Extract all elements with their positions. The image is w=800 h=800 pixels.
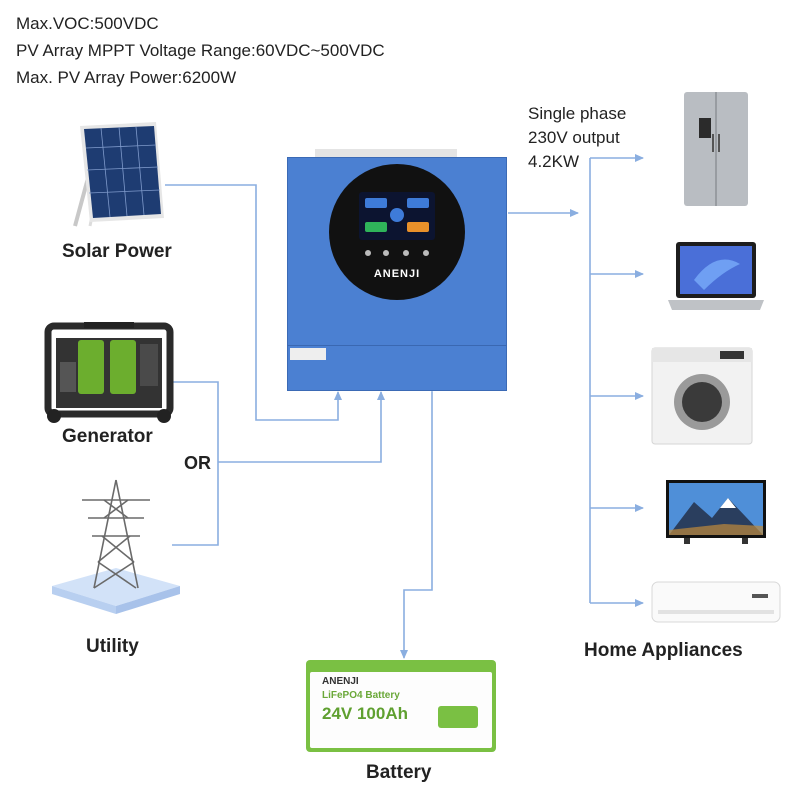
battery-icon: ANENJI LiFePO4 Battery 24V 100Ah	[306, 660, 496, 752]
refrigerator-icon	[684, 92, 748, 206]
spec-mppt-range: PV Array MPPT Voltage Range:60VDC~500VDC	[16, 41, 385, 60]
inverter-warning-sticker	[290, 348, 326, 360]
solar-connector	[165, 184, 342, 421]
washing-machine-icon	[651, 347, 753, 445]
inverter: ANENJI	[287, 149, 507, 391]
inverter-button-3[interactable]	[403, 250, 409, 256]
solar-power-label: Solar Power	[62, 241, 172, 262]
solar-panel-icon	[73, 122, 164, 227]
ac-input-connector	[218, 391, 385, 463]
battery-connector	[400, 384, 436, 659]
output-phase: Single phase	[528, 104, 627, 123]
home-appliances-label: Home Appliances	[584, 640, 743, 661]
television-icon	[666, 480, 766, 544]
or-label: OR	[184, 453, 211, 473]
spec-max-pv-power: Max. PV Array Power:6200W	[16, 68, 237, 87]
inverter-lcd-screen	[359, 192, 435, 240]
output-voltage: 230V output	[528, 128, 620, 147]
utility-tower-icon	[52, 479, 180, 614]
laptop-icon	[668, 242, 764, 310]
inverter-brand: ANENJI	[373, 268, 421, 280]
battery-brand: ANENJI	[322, 676, 359, 687]
air-conditioner-icon	[651, 581, 781, 623]
spec-max-voc: Max.VOC:500VDC	[16, 14, 159, 33]
inverter-button-1[interactable]	[365, 250, 371, 256]
inverter-button-4[interactable]	[423, 250, 429, 256]
battery-charge-icon	[438, 706, 478, 728]
utility-label: Utility	[86, 636, 139, 657]
generator-connector	[172, 381, 219, 546]
battery-rating: 24V 100Ah	[322, 704, 408, 723]
generator-icon	[44, 322, 174, 423]
generator-label: Generator	[62, 426, 153, 447]
inverter-divider	[287, 345, 507, 346]
inverter-button-2[interactable]	[383, 250, 389, 256]
inverter-top-bracket	[315, 149, 457, 157]
inverter-control-panel: ANENJI	[329, 164, 465, 300]
battery-label: Battery	[366, 762, 432, 783]
output-power: 4.2KW	[528, 152, 580, 171]
battery-type: LiFePO4 Battery	[322, 690, 400, 701]
